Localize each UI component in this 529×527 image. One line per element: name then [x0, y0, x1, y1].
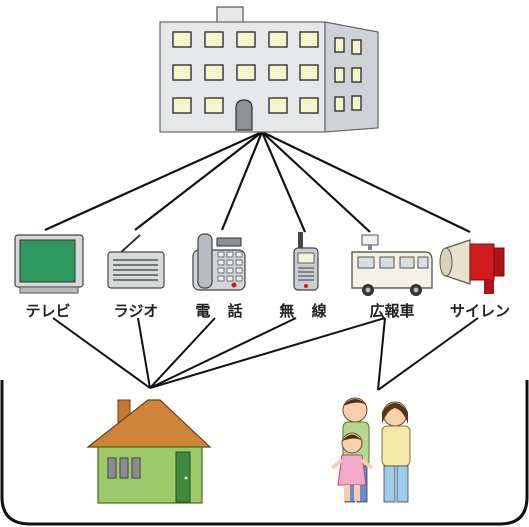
siren-megaphone-icon [439, 239, 505, 294]
family-icon [330, 397, 411, 503]
radio-icon [107, 234, 165, 289]
connection-lines-top [44, 130, 471, 233]
walkie-talkie-icon [293, 232, 319, 291]
television-icon [14, 234, 84, 294]
label-wireless: 無 線 [279, 302, 333, 320]
pa-van-icon [351, 234, 433, 296]
label-siren: サイレン [449, 302, 511, 320]
label-tv: テレビ [25, 302, 71, 320]
house-icon [86, 399, 212, 504]
label-pa-car: 広報車 [369, 302, 415, 320]
frame-border [0, 380, 529, 526]
label-phone: 電 話 [195, 302, 249, 320]
connection-lines-bottom [52, 317, 479, 391]
office-building-icon [159, 6, 379, 133]
telephone-icon [192, 233, 246, 291]
label-radio: ラジオ [113, 302, 159, 320]
